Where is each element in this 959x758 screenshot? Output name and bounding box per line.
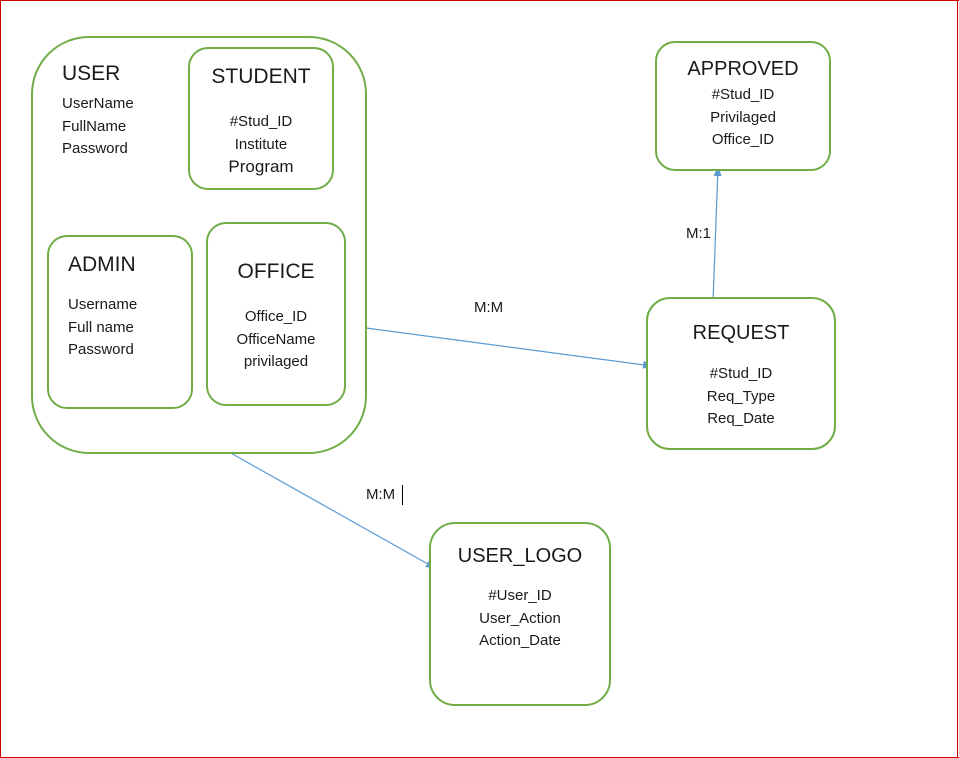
entity-user-title: USER — [62, 62, 121, 85]
entity-office — [206, 222, 346, 406]
entity-user-logo-title: USER_LOGO — [457, 545, 583, 567]
entity-user-logo-attributes: #User_ID User_Action Action_Date — [429, 585, 611, 653]
relationship-label-user-request: M:M — [474, 299, 504, 316]
attribute: Password — [68, 341, 134, 358]
attribute: Office_ID — [244, 308, 308, 325]
entity-approved-attributes: #Stud_ID Privilaged Office_ID — [655, 84, 831, 152]
frame-right-border — [957, 0, 958, 758]
attribute: FullName — [62, 117, 127, 135]
attribute: Req_Type — [706, 387, 776, 405]
entity-approved-title: APPROVED — [687, 58, 799, 80]
entity-office-title: OFFICE — [237, 260, 315, 283]
attribute: privilaged — [243, 353, 309, 370]
attribute: OfficeName — [236, 330, 316, 348]
relationship-label-request-approved: M:1 — [686, 225, 712, 242]
entity-approved — [655, 41, 831, 171]
attribute: Action_Date — [479, 632, 561, 649]
entity-student — [188, 47, 334, 190]
attribute: Password — [62, 140, 128, 157]
connector-user-userlogo — [228, 451, 436, 569]
entity-student-attributes: #Stud_ID Institute Program — [188, 111, 334, 179]
entity-request — [646, 297, 836, 450]
attribute: Full name — [68, 318, 134, 336]
connector-user-request — [365, 327, 653, 369]
entity-student-title: STUDENT — [211, 65, 311, 88]
relationship-label-user-userlogo: M:M — [366, 486, 396, 503]
attribute: User_Action — [479, 609, 561, 627]
attribute: Program — [228, 157, 294, 176]
attribute: Privilaged — [710, 108, 776, 126]
attribute: UserName — [62, 95, 134, 112]
entity-admin — [47, 235, 193, 409]
entity-admin-attributes: Username Full name Password — [68, 294, 137, 362]
entity-admin-title: ADMIN — [68, 253, 136, 276]
attribute: Office_ID — [711, 131, 775, 148]
connector-request-approved — [712, 166, 722, 303]
entity-user-logo — [429, 522, 611, 706]
entity-office-attributes: Office_ID OfficeName privilaged — [206, 306, 346, 374]
attribute: Institute — [234, 135, 288, 153]
entity-request-title: REQUEST — [692, 322, 790, 344]
entity-request-attributes: #Stud_ID Req_Type Req_Date — [646, 363, 836, 431]
entity-user-attributes: UserName FullName Password — [62, 93, 134, 161]
attribute: #Stud_ID — [229, 113, 293, 130]
attribute: #Stud_ID — [709, 365, 773, 382]
attribute: Username — [68, 296, 138, 313]
attribute: #User_ID — [488, 587, 552, 604]
attribute: #Stud_ID — [711, 86, 775, 103]
attribute: Req_Date — [707, 410, 775, 427]
text-cursor — [402, 485, 403, 505]
